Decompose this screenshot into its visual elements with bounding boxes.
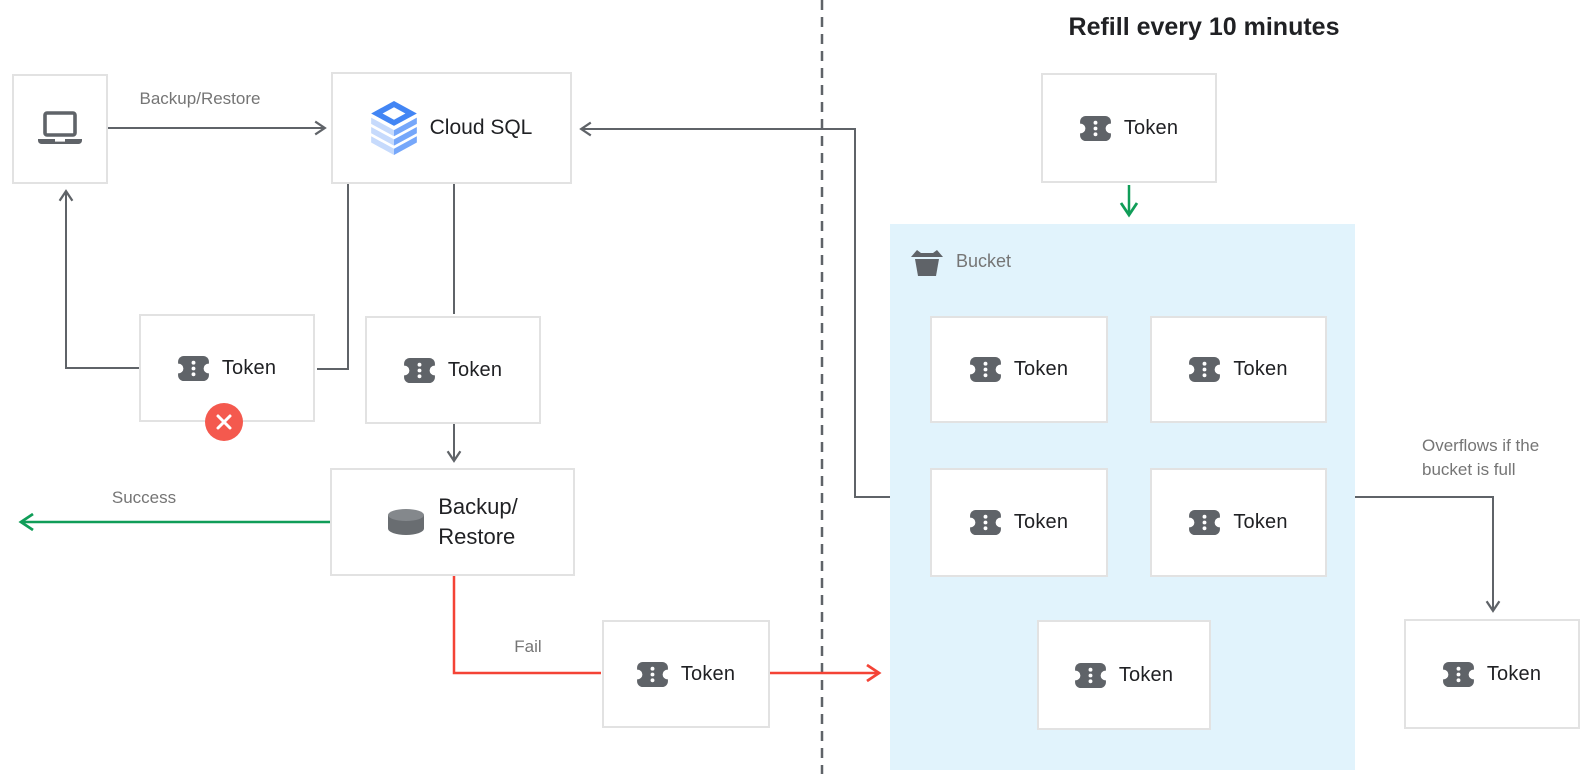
connector-fail-to-token bbox=[452, 576, 601, 675]
edge-label-backup-restore: Backup/Restore bbox=[139, 89, 261, 108]
backup-restore-label: Backup/ Restore bbox=[438, 494, 518, 549]
ticket-icon bbox=[636, 661, 668, 687]
laptop-icon bbox=[38, 111, 82, 144]
connector-overflow-arrow bbox=[1355, 496, 1501, 613]
edge-label-overflow: Overflows if the bucket is full bbox=[1422, 436, 1540, 479]
token-label: Token bbox=[680, 662, 736, 685]
node-token-bucket-4: Token bbox=[1150, 468, 1327, 577]
edge-label-fail: Fail bbox=[514, 637, 542, 656]
token-label: Token bbox=[1233, 511, 1288, 533]
node-token-bucket-5: Token bbox=[1037, 620, 1211, 730]
ticket-icon bbox=[969, 356, 1001, 383]
ticket-icon bbox=[1079, 115, 1111, 141]
token-label: Token bbox=[1013, 358, 1069, 380]
node-token-bucket-1: Token bbox=[930, 316, 1108, 423]
token-label: Token bbox=[447, 358, 503, 381]
token-label: Token bbox=[1123, 116, 1179, 139]
token-label: Token bbox=[1233, 358, 1288, 380]
edge-label-success: Success bbox=[111, 488, 177, 507]
cloud-sql-icon bbox=[370, 101, 417, 155]
ticket-icon bbox=[1189, 509, 1221, 536]
diagram-title: Refill every 10 minutes bbox=[1068, 13, 1340, 41]
ticket-icon bbox=[1442, 661, 1474, 687]
ticket-icon bbox=[1074, 662, 1106, 688]
token-label: Token bbox=[221, 356, 277, 379]
node-token-bucket-2: Token bbox=[1150, 316, 1327, 423]
cloud-sql-label: Cloud SQL bbox=[429, 116, 533, 139]
node-token-overflow: Token bbox=[1404, 619, 1580, 729]
ticket-icon bbox=[1189, 356, 1221, 383]
node-cloud-sql: Cloud SQL bbox=[331, 72, 572, 184]
node-laptop bbox=[12, 74, 108, 184]
token-label: Token bbox=[1013, 511, 1069, 533]
connector-cloudsql-to-token-rejected bbox=[317, 184, 349, 370]
node-token-bucket-3: Token bbox=[930, 468, 1108, 577]
token-label: Token bbox=[1118, 663, 1174, 686]
ticket-icon bbox=[403, 357, 435, 383]
ticket-icon bbox=[969, 509, 1001, 536]
node-token-failed: Token bbox=[602, 620, 770, 728]
connector-token-rejected-to-laptop bbox=[58, 189, 139, 369]
database-icon bbox=[388, 509, 425, 535]
ticket-icon bbox=[177, 355, 209, 381]
token-label: Token bbox=[1486, 662, 1542, 685]
bucket-icon bbox=[911, 250, 943, 276]
bucket-header: Bucket bbox=[910, 246, 1011, 277]
node-token-refill: Token bbox=[1041, 73, 1217, 183]
node-backup-restore: Backup/ Restore bbox=[330, 468, 575, 576]
error-x-icon bbox=[205, 403, 243, 441]
bucket-label: Bucket bbox=[956, 251, 1012, 271]
node-token-pending: Token bbox=[365, 316, 541, 424]
connector-bucket-to-cloudsql bbox=[579, 121, 890, 498]
